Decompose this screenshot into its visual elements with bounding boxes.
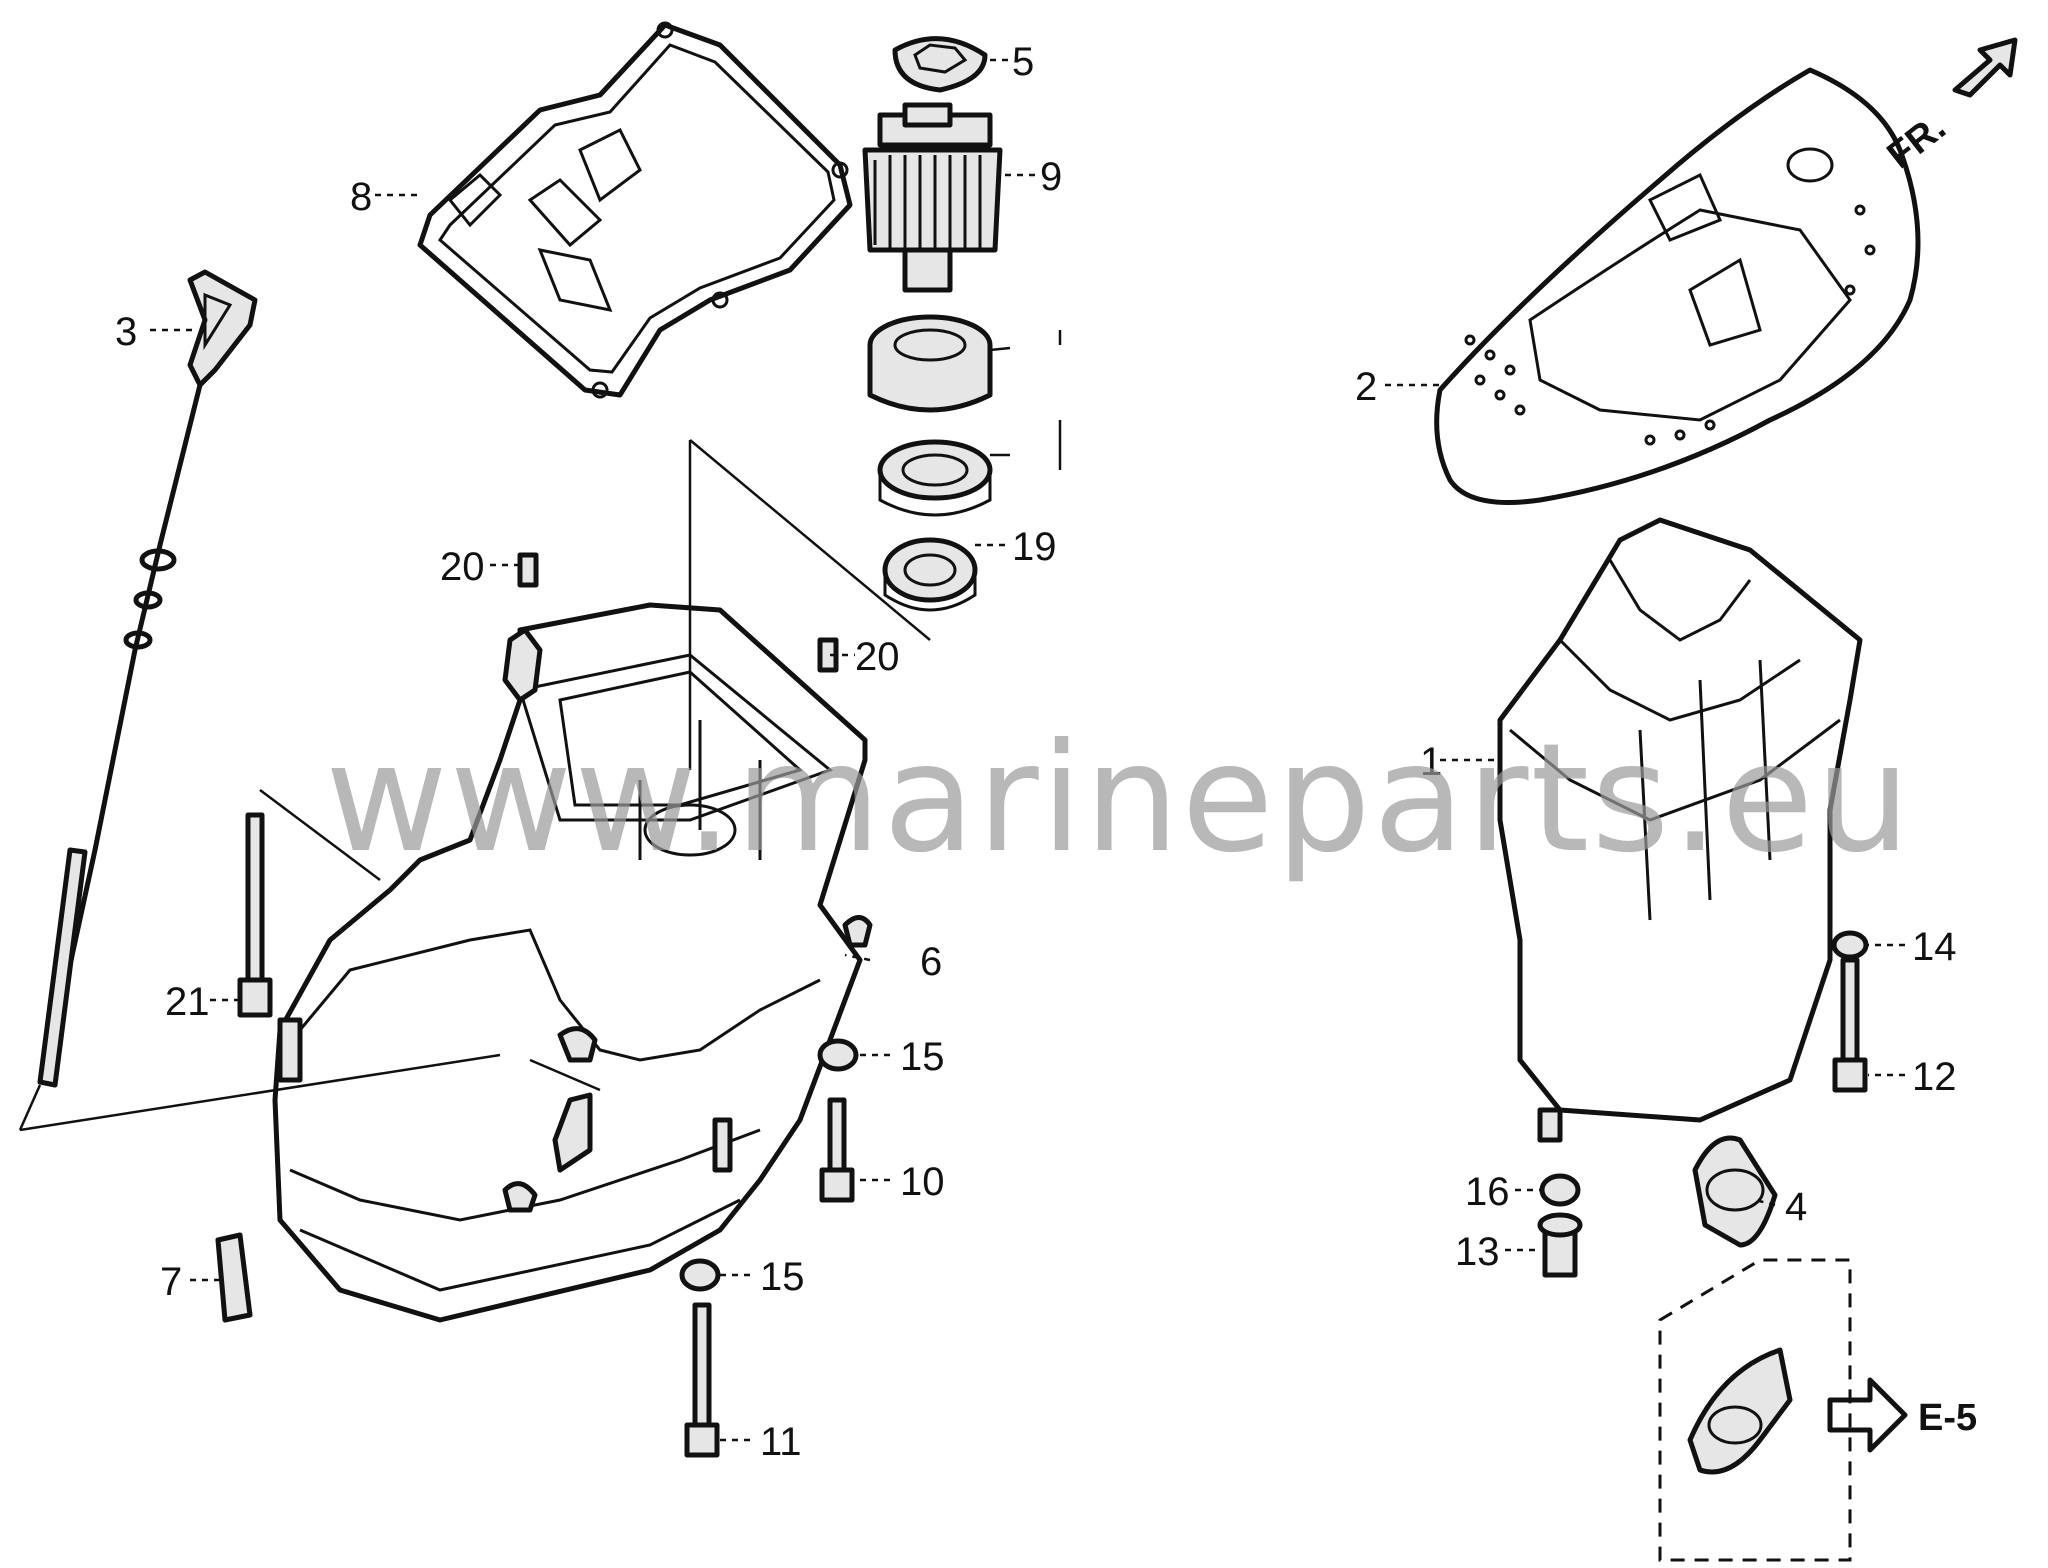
callout-9: 9 [1040,155,1062,199]
front-direction-arrow [1952,37,2018,98]
dowel-20a [517,552,539,588]
front-direction-label: FR. [1880,106,1954,177]
oil-pan-part [1497,517,1863,1143]
callout-11: 11 [760,1420,802,1464]
nut-15a [817,1038,859,1072]
bolt-12 [1832,957,1868,1093]
callout-10: 10 [900,1160,945,1204]
callout-20-right: 20 [855,635,900,679]
washer-16 [1539,1173,1581,1207]
callout-4: 4 [1785,1185,1807,1229]
callout-20-left: 20 [440,545,485,589]
callout-2: 2 [1355,365,1377,409]
plug-13 [1537,1212,1583,1278]
callout-leaders [150,58,1905,1442]
callout-15-lower: 15 [760,1255,805,1299]
bolt-10 [819,1097,855,1203]
nut-15b [679,1258,721,1292]
bolt-21 [237,812,273,1018]
callout-8: 8 [350,175,372,219]
oil-case-part [272,602,873,1323]
callout-19: 19 [1012,525,1057,569]
assembly-lines [18,439,931,1132]
callout-12: 12 [1912,1055,1957,1099]
callout-14: 14 [1912,925,1957,969]
grommet-7 [215,1232,253,1323]
callout-7: 7 [160,1260,182,1304]
callout-1: 1 [1420,740,1442,784]
gasket-part [417,21,853,399]
gasket-4 [1692,1135,1778,1248]
gear-stack [862,36,1062,612]
reference-detail [1658,1258,1908,1562]
bolt-11 [684,1302,720,1458]
watermark-text: www.marineparts.eu [325,712,1913,886]
callout-6: 6 [920,940,942,984]
dipstick-part [37,269,258,1088]
callout-13: 13 [1455,1230,1500,1274]
reference-e5-label: E-5 [1918,1397,1977,1439]
nut-14 [1831,930,1869,960]
callout-16: 16 [1465,1170,1510,1214]
callout-21: 21 [165,980,210,1024]
plate-part [1434,67,1921,505]
callout-15-upper: 15 [900,1035,945,1079]
callout-3: 3 [115,310,137,354]
callout-5: 5 [1012,40,1034,84]
